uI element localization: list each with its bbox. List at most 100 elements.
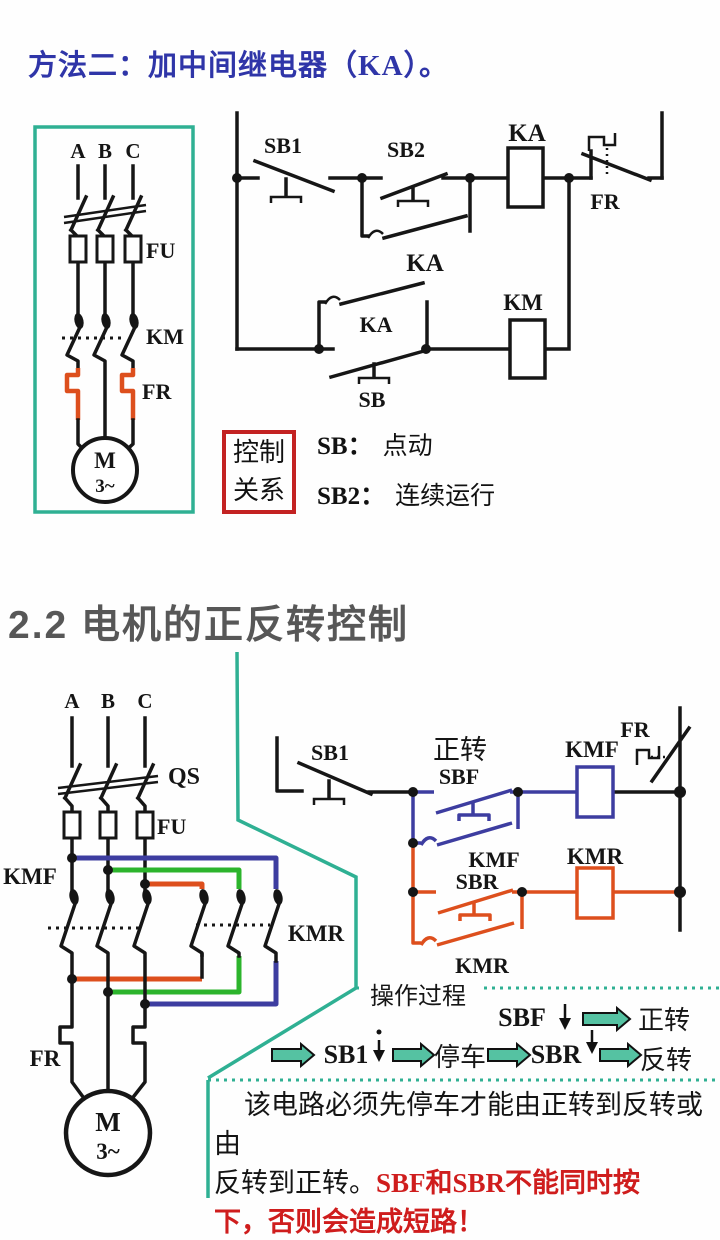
d2-phase-b-label: B xyxy=(101,689,115,713)
d1-fuse-c xyxy=(123,234,143,264)
d1-fr-contact xyxy=(580,133,653,183)
d2-sbf-contact xyxy=(435,788,513,821)
flow-arrow-1 xyxy=(582,1005,632,1033)
d2-fuse-a xyxy=(62,810,82,840)
d1-km-coil xyxy=(508,318,547,380)
d2-orange-wire xyxy=(75,881,205,982)
warning-note-line2-red: SBF和SBR不能同时按 xyxy=(376,1168,641,1198)
d1-rails xyxy=(235,111,664,351)
d2-green-wire xyxy=(108,867,242,995)
flow-sb1: SB1 xyxy=(324,1040,369,1069)
warning-note: 该电路必须先停车才能由正转到反转或由 反转到正转。SBF和SBR不能同时按 下，… xyxy=(214,1086,716,1240)
process-label-bg xyxy=(364,983,480,1008)
d1-ka-coil-label: KA xyxy=(508,120,546,147)
d2-kmf-coil-label: KMF xyxy=(565,737,619,762)
d1-ka-aux2-label: KA xyxy=(360,312,393,337)
legend-sb-text: 点动 xyxy=(382,433,433,460)
d2-sbr-contact xyxy=(437,888,514,921)
flow-down-arrow-3-head xyxy=(586,1042,598,1054)
flow-fwd: 正转 xyxy=(638,1006,690,1035)
d1-phase-lines xyxy=(76,164,135,200)
d1-ka-aux-branch xyxy=(360,176,472,241)
legend-sb2-sep: ： xyxy=(360,483,386,510)
d2-sbf-label: SBF xyxy=(439,764,479,789)
d1-sb2-label: SB2 xyxy=(387,137,425,162)
d1-fu-label: FU xyxy=(146,238,175,263)
legend-sb2: SB2：连续运行 xyxy=(317,476,495,512)
d1-control-circuit: SB1 SB2 KA KA FR KA xyxy=(232,111,664,412)
d2-kmf-contacts xyxy=(48,889,152,1006)
slide-title-suffix: ）。 xyxy=(403,50,450,82)
d2-fr-label: FR xyxy=(30,1046,61,1071)
d2-node-dots-ctrl xyxy=(408,786,686,898)
d2-fr-heater-a xyxy=(58,977,92,1108)
d2-kmr-aux-label: KMR xyxy=(455,953,510,978)
flow-sbr: SBR xyxy=(531,1040,582,1069)
d1-ka-aux2-branch xyxy=(317,280,429,351)
flow-stop: 停车 xyxy=(434,1043,486,1072)
d1-motor-3ph: 3~ xyxy=(95,476,115,497)
d1-fuse-a xyxy=(68,234,88,264)
d2-blue-wire xyxy=(72,855,279,1007)
legend-sb2-text: 连续运行 xyxy=(395,483,496,510)
d1-fr-heater-c xyxy=(119,368,136,420)
legend-sb-sep: ： xyxy=(347,433,373,460)
d1-sb-label: SB xyxy=(359,387,386,412)
d1-knife-switch-bar xyxy=(63,203,147,225)
flow-down-arrow-2-dot xyxy=(376,1029,382,1035)
flow-sbf: SBF xyxy=(498,1003,546,1032)
d1-green-frame xyxy=(33,125,195,514)
flow-arrow-5 xyxy=(599,1041,643,1069)
d2-fuse-b xyxy=(98,810,118,840)
d1-fuse-b xyxy=(95,234,115,264)
flow-down-arrow-1-head xyxy=(559,1018,571,1030)
flow-down-arrow-2-head xyxy=(373,1050,385,1062)
d2-kmr-contacts xyxy=(189,889,283,963)
d1-km-label: KM xyxy=(146,324,184,349)
d1-rung2 xyxy=(235,176,571,351)
d1-phase-b-label: B xyxy=(98,139,112,163)
d2-left-stub xyxy=(275,736,304,793)
warning-note-line1: 该电路必须先停车才能由正转到反转或由 xyxy=(214,1090,703,1159)
d1-motor xyxy=(71,436,139,504)
d1-phase-c-label: C xyxy=(125,139,140,163)
d2-fr-ctrl-label: FR xyxy=(620,717,650,742)
legend-sb: SB：点动 xyxy=(317,426,433,462)
warning-note-line2-black: 反转到正转。 xyxy=(214,1168,376,1198)
d1-phase-a-label: A xyxy=(70,139,86,163)
d2-kmf-coil xyxy=(575,765,615,819)
d1-fr-heater-a xyxy=(64,368,81,420)
d2-sb1-label: SB1 xyxy=(311,740,349,765)
d1-motor-m: M xyxy=(94,448,116,473)
d2-sb1-contact xyxy=(296,760,374,805)
process-label: 操作过程 xyxy=(370,983,466,1010)
flow-arrow-2 xyxy=(271,1041,316,1069)
d2-fu-label: FU xyxy=(157,814,186,839)
slide-title-ka: KA xyxy=(358,50,404,82)
d1-ka-aux-label: KA xyxy=(406,250,444,277)
control-relation-box: 控制 关系 xyxy=(222,430,296,514)
flow-rev: 反转 xyxy=(640,1046,692,1075)
slide-title-prefix: 方法二：加中间继电器（ xyxy=(28,50,359,82)
d2-kmr-coil-label: KMR xyxy=(567,844,624,869)
d2-fuse-c xyxy=(135,810,155,840)
d1-sb2-contact xyxy=(379,171,449,207)
callout-shape xyxy=(206,651,720,1198)
d2-kmr-aux-branch xyxy=(411,892,524,947)
d2-kmr-label: KMR xyxy=(288,921,345,946)
d2-kmr-coil xyxy=(575,866,615,920)
d2-sbr-label: SBR xyxy=(456,869,500,894)
control-relation-line1: 控制 xyxy=(232,438,285,467)
d2-control-circuit: SB1 SBF 正转 KMF FR KMF xyxy=(275,706,692,978)
d2-phase-lines xyxy=(70,716,147,768)
d2-phase-c-label: C xyxy=(137,689,152,713)
d1-fr-label: FR xyxy=(142,379,172,404)
d1-km-coil-label: KM xyxy=(503,290,543,315)
d1-sb-contact xyxy=(328,348,427,384)
d2-kmf-aux-branch xyxy=(411,792,520,847)
d2-kmf-label: KMF xyxy=(3,864,57,889)
warning-note-line2: 反转到正转。SBF和SBR不能同时按 xyxy=(214,1164,716,1203)
control-relation-line2: 关系 xyxy=(232,476,285,505)
